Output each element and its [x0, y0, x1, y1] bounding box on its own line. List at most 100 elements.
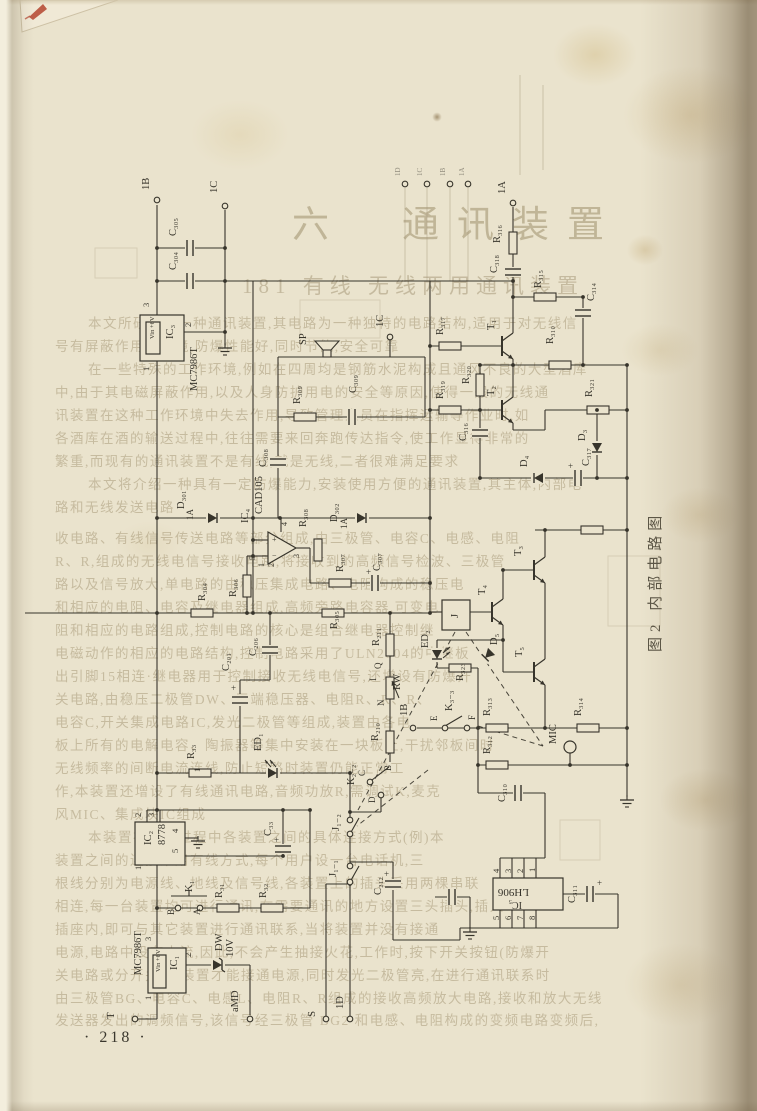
svg-text:1C: 1C: [416, 168, 424, 177]
svg-text:R₃₁₀: R₃₁₀: [545, 326, 556, 344]
svg-text:R₃₁₂: R₃₁₂: [482, 736, 493, 754]
svg-text:J₁₋₁: J₁₋₁: [328, 860, 339, 877]
svg-text:R₃₀₈: R₃₀₈: [298, 509, 309, 527]
svg-text:IC₅: IC₅: [509, 899, 523, 910]
svg-text:D₃: D₃: [577, 429, 588, 441]
svg-text:1D: 1D: [394, 167, 402, 176]
svg-text:MC7986T: MC7986T: [189, 347, 200, 391]
svg-text:LH906: LH906: [497, 886, 529, 898]
svg-text:1D: 1D: [335, 996, 346, 1009]
svg-text:R₃₁₅: R₃₁₅: [533, 270, 544, 288]
svg-text:R₃₀₆: R₃₀₆: [228, 579, 239, 597]
svg-text:1A: 1A: [497, 181, 508, 194]
svg-text:+: +: [597, 878, 602, 888]
svg-text:2: 2: [133, 813, 143, 817]
svg-text:R₃₀₉: R₃₀₉: [292, 386, 303, 404]
svg-text:IC₂: IC₂: [143, 831, 154, 846]
svg-text:R₃₁₉: R₃₁₉: [435, 381, 446, 399]
svg-text:R₃₁₇: R₃₁₇: [435, 317, 446, 335]
svg-text:RW: RW: [392, 674, 403, 690]
svg-text:5: 5: [248, 556, 257, 560]
svg-text:1A: 1A: [458, 167, 466, 176]
svg-text:C₃₀₉: C₃₀₉: [348, 375, 359, 393]
svg-text:J₁₋₂: J₁₋₂: [331, 814, 342, 831]
svg-text:C₃₁₈: C₃₁₈: [489, 255, 500, 273]
svg-text:C₂₁₂: C₂₁₂: [373, 877, 384, 895]
figure-caption: 图2 内部电路图: [648, 510, 664, 652]
svg-text:D₃₀₁: D₃₀₁: [176, 490, 187, 509]
svg-text:N: N: [376, 699, 386, 706]
svg-text:IC₄: IC₄: [240, 509, 251, 524]
svg-text:T₃: T₃: [513, 546, 524, 556]
svg-text:ED₁: ED₁: [253, 733, 264, 751]
svg-text:C₃₁₀: C₃₁₀: [497, 784, 508, 802]
svg-text:R₂₁₁: R₂₁₁: [371, 628, 382, 646]
svg-text:+: +: [366, 567, 371, 577]
svg-text:1B: 1B: [439, 168, 447, 177]
svg-text:MIC: MIC: [548, 724, 559, 744]
svg-text:R₃₁₃: R₃₁₃: [482, 698, 493, 716]
svg-text:+: +: [231, 683, 236, 693]
svg-text:R₃₁: R₃₁: [214, 884, 225, 898]
svg-text:1A: 1A: [185, 509, 195, 521]
svg-text:8778: 8778: [157, 824, 168, 845]
svg-text:R₃₀₅: R₃₀₅: [329, 611, 340, 629]
svg-text:SP: SP: [298, 333, 309, 345]
svg-text:R₃₁₆: R₃₁₆: [492, 225, 503, 243]
svg-text:A: A: [192, 908, 202, 915]
svg-text:1C: 1C: [375, 315, 386, 327]
svg-text:Vin +6V: Vin +6V: [149, 316, 156, 339]
svg-text:T₅: T₅: [514, 647, 525, 657]
svg-text:C₃₀₅: C₃₀₅: [168, 218, 179, 236]
svg-text:DW: DW: [214, 933, 225, 951]
svg-text:I: I: [368, 678, 378, 681]
svg-text:C: C: [357, 770, 367, 776]
svg-text:7: 7: [515, 916, 525, 920]
svg-text:2: 2: [183, 323, 193, 327]
svg-text:R₃₀₄: R₃₀₄: [197, 583, 208, 601]
svg-text:2: 2: [515, 869, 525, 873]
svg-text:2: 2: [183, 953, 193, 957]
svg-text:R₃₂₁: R₃₂₁: [584, 379, 595, 397]
svg-text:C₃₃: C₃₃: [263, 821, 274, 836]
svg-text:1A: 1A: [339, 518, 349, 530]
page-number: · 218 ·: [84, 1029, 148, 1046]
svg-text:8: 8: [527, 916, 537, 920]
svg-text:R₃₀₇: R₃₀₇: [335, 554, 346, 572]
svg-text:J: J: [450, 614, 461, 618]
svg-text:T₂: T₂: [486, 386, 497, 396]
svg-text:R₃₁₄: R₃₁₄: [573, 698, 584, 716]
svg-text:1: 1: [141, 367, 151, 371]
svg-text:C₃₀₈: C₃₀₈: [258, 449, 269, 467]
svg-text:3: 3: [141, 303, 151, 307]
svg-text:E: E: [429, 715, 439, 721]
svg-text:1: 1: [193, 768, 202, 772]
svg-text:1: 1: [143, 996, 153, 1000]
svg-text:D₄: D₄: [519, 455, 530, 467]
svg-text:R₃₃: R₃₃: [186, 744, 197, 759]
svg-text:K₂₋₂: K₂₋₂: [346, 764, 357, 785]
svg-text:10V: 10V: [225, 939, 236, 958]
svg-text:−: −: [272, 551, 277, 560]
svg-text:T₁: T₁: [486, 320, 497, 330]
svg-text:1: 1: [257, 563, 266, 567]
svg-text:C₃₁₇: C₃₁₇: [581, 448, 592, 466]
svg-text:1: 1: [527, 868, 537, 872]
svg-text:+: +: [568, 461, 573, 471]
svg-text:+: +: [274, 835, 279, 845]
svg-text:B: B: [166, 909, 176, 915]
svg-text:1C: 1C: [209, 181, 220, 193]
svg-text:C₂₀₁: C₂₀₁: [221, 653, 232, 671]
svg-text:3: 3: [143, 937, 153, 941]
svg-text:R₃₂₃: R₃₂₃: [455, 663, 466, 681]
svg-text:C₃₁₆: C₃₁₆: [458, 423, 469, 441]
svg-text:Q: Q: [373, 662, 383, 669]
svg-text:5: 5: [170, 849, 180, 853]
svg-text:T₄: T₄: [477, 585, 488, 595]
svg-text:Vin +6V: Vin +6V: [155, 949, 162, 972]
svg-text:1B: 1B: [399, 704, 410, 716]
svg-text:R₃₂: R₃₂: [258, 883, 269, 898]
svg-text:B: B: [383, 765, 393, 771]
svg-text:C₃₁₄: C₃₁₄: [586, 283, 597, 301]
